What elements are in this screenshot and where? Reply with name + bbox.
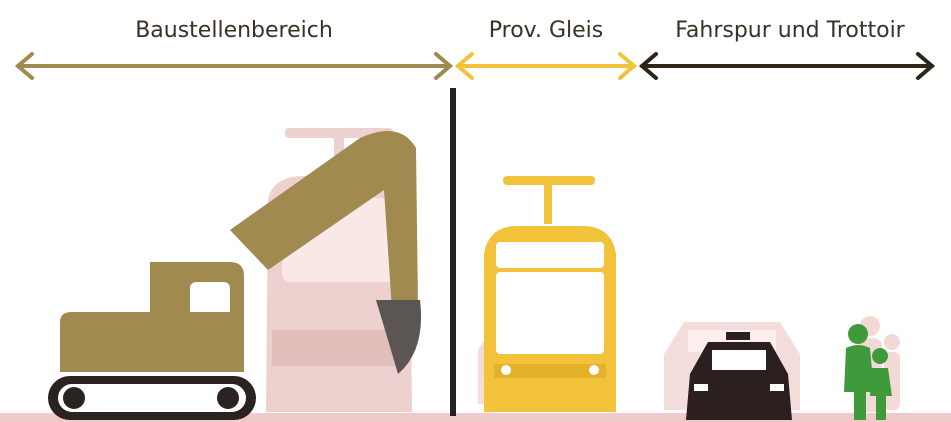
zone-label-construction: Baustellenbereich [135, 18, 333, 43]
provisional-track-arrow [454, 52, 638, 80]
construction-arrow [14, 52, 454, 80]
lane-sidewalk-arrow [638, 52, 936, 80]
car-icon [686, 332, 792, 420]
construction-divider [450, 88, 456, 416]
ground-line [0, 413, 951, 422]
excavator-icon [48, 130, 422, 420]
pedestrians-icon [844, 324, 892, 420]
zone-label-provisional-track: Prov. Gleis [488, 18, 604, 43]
zone-label-lane-sidewalk: Fahrspur und Trottoir [675, 18, 905, 43]
provisional-tram-icon [484, 176, 616, 412]
